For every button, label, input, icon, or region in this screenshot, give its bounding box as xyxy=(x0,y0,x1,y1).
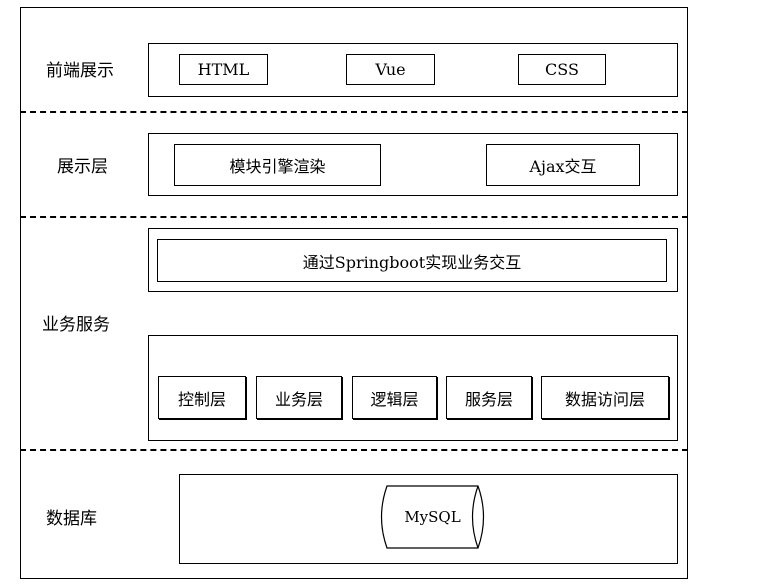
template-engine-box: 模块引擎渲染 xyxy=(174,144,381,186)
layer-label-frontend: 前端展示 xyxy=(46,61,114,81)
mysql-cylinder: MySQL xyxy=(375,485,490,549)
controller-layer-box: 控制层 xyxy=(158,376,246,419)
data-access-layer-box: 数据访问层 xyxy=(541,376,669,419)
layer-label-presentation: 展示层 xyxy=(57,157,108,177)
layer-divider-1 xyxy=(20,111,688,113)
vue-box: Vue xyxy=(346,54,435,85)
logic-layer-box: 逻辑层 xyxy=(352,376,437,419)
ajax-box: Ajax交互 xyxy=(486,144,640,186)
architecture-frame xyxy=(20,7,688,579)
html-box: HTML xyxy=(179,54,268,85)
service-layer-box: 服务层 xyxy=(446,376,532,419)
springboot-box: 通过Springboot实现业务交互 xyxy=(157,239,667,282)
layer-divider-3 xyxy=(20,449,688,451)
business-layer-box: 业务层 xyxy=(256,376,342,419)
layer-label-database: 数据库 xyxy=(46,509,97,529)
css-box: CSS xyxy=(518,54,606,85)
database-icon xyxy=(380,485,485,549)
layer-label-business: 业务服务 xyxy=(42,315,110,335)
mysql-label: MySQL xyxy=(404,508,461,526)
layer-divider-2 xyxy=(20,216,688,218)
